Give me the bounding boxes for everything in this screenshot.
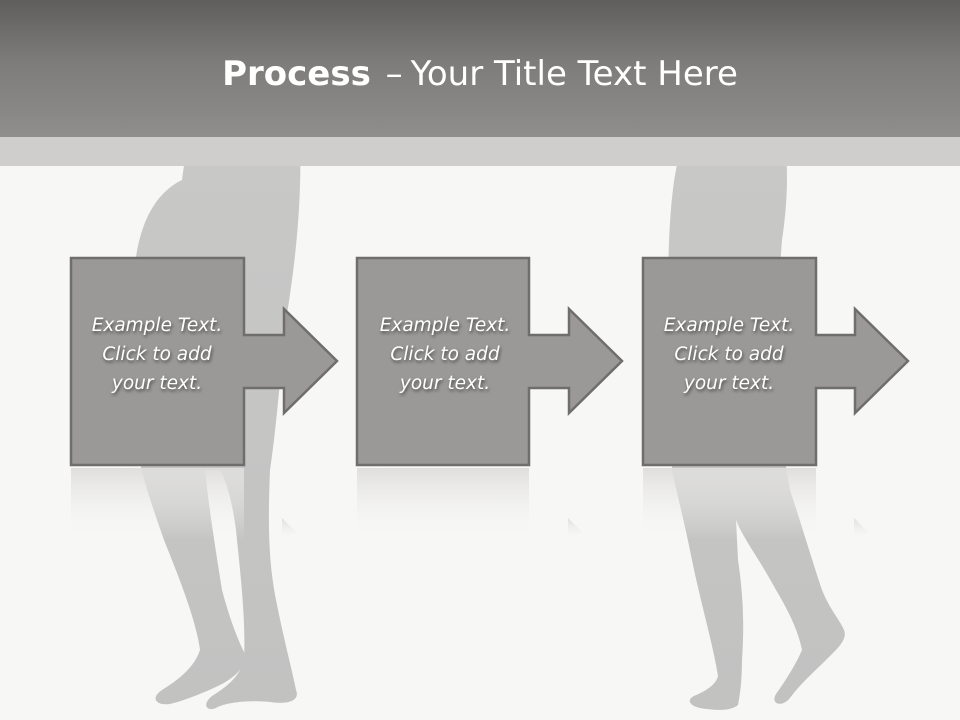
step-1-line-1: Example Text. — [91, 315, 223, 336]
step-1-line-2: Click to add — [102, 344, 212, 365]
step-3-text[interactable]: Example Text. Click to add your text. — [644, 311, 814, 398]
step-1-text[interactable]: Example Text. Click to add your text. — [72, 311, 242, 398]
step-1-reflection — [71, 468, 296, 540]
title-bar — [0, 0, 960, 137]
title-strong-text: Process — [222, 54, 371, 94]
step-3-line-2: Click to add — [674, 344, 784, 365]
title-underline-band — [0, 137, 960, 166]
slide-title[interactable]: Process –Your Title Text Here — [0, 52, 960, 96]
step-2-line-2: Click to add — [390, 344, 500, 365]
step-3-line-3: your text. — [683, 373, 775, 394]
step-2-line-3: your text. — [399, 373, 491, 394]
step-3-reflection — [643, 468, 868, 540]
step-2-text[interactable]: Example Text. Click to add your text. — [360, 311, 530, 398]
step-3-arrow-shape[interactable] — [641, 256, 910, 467]
step-3-line-1: Example Text. — [663, 315, 795, 336]
step-1-arrow-shape[interactable] — [69, 256, 339, 467]
title-rest-text: Your Title Text Here — [410, 54, 738, 94]
step-2-reflection — [357, 468, 582, 540]
step-1-line-3: your text. — [111, 373, 203, 394]
step-2-line-1: Example Text. — [379, 315, 511, 336]
step-2-arrow-shape[interactable] — [355, 256, 624, 467]
title-dash: – — [385, 54, 403, 94]
